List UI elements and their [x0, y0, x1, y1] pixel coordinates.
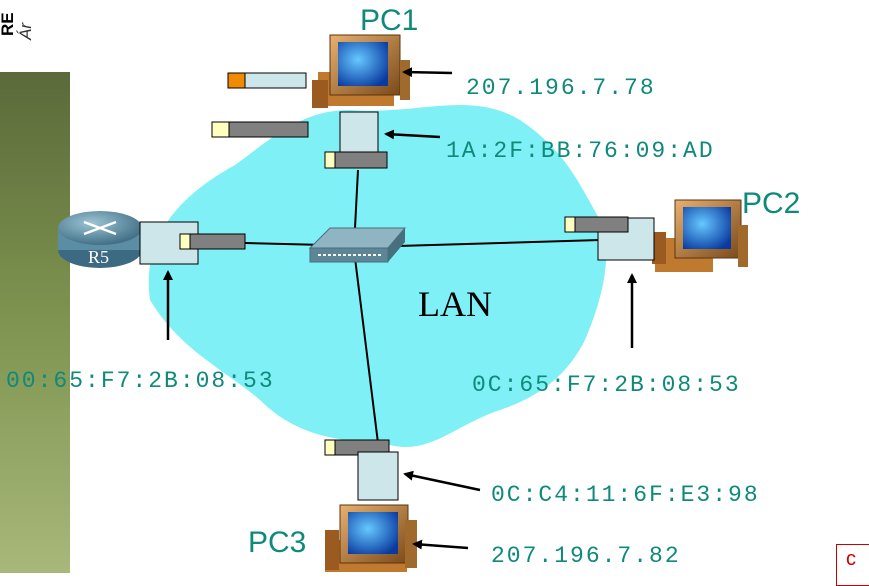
- switch-icon: [308, 227, 407, 263]
- network-diagram: R5: [6, 4, 800, 572]
- pc1-ip-address: 207.196.7.78: [466, 75, 656, 101]
- network-links: [244, 169, 601, 444]
- corner-note-text: c: [846, 548, 856, 570]
- pc2-mac-address: 0C:65:F7:2B:08:53: [472, 372, 741, 398]
- pc1-label: PC1: [360, 4, 418, 37]
- pc1-mac-address: 1A:2F:BB:76:09:AD: [446, 138, 715, 164]
- router-mac-address: 00:65:F7:2B:08:53: [6, 368, 275, 394]
- pc2-label: PC2: [742, 187, 800, 220]
- pc2-computer-icon: [652, 199, 748, 272]
- pc1-pci-led: [227, 72, 246, 89]
- router-icon: [58, 211, 142, 268]
- pc3-computer-icon: [325, 504, 417, 572]
- pc3-mac-address: 0C:C4:11:6F:E3:98: [491, 482, 760, 508]
- router-label: R5: [88, 247, 109, 267]
- sidebar-decoration: [0, 72, 70, 573]
- pc3-nic: [357, 451, 399, 501]
- pc3-ip-address: 207.196.7.82: [491, 543, 681, 569]
- lan-label: LAN: [418, 284, 492, 324]
- pc1-nic: [339, 111, 379, 155]
- pc1-computer-icon: [312, 34, 410, 108]
- annotation-arrows: [163, 67, 637, 550]
- lan-cloud: [148, 104, 607, 447]
- router-nic-led: [179, 233, 191, 250]
- pc3-label: PC3: [248, 526, 306, 559]
